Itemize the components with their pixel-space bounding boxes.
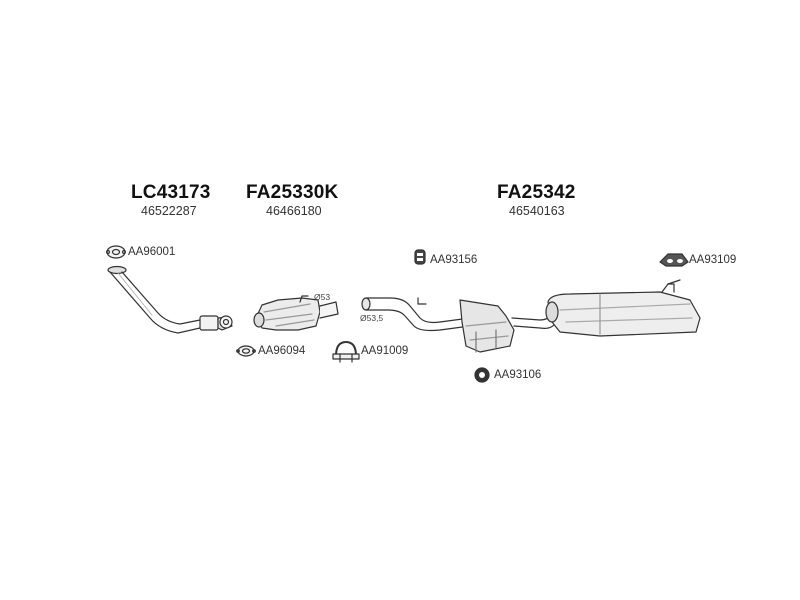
rear-silencer [545, 279, 701, 337]
rubber-mount-mid-part [414, 249, 426, 265]
group-code-rear: FA25342 [497, 182, 576, 203]
group-code-front: LC43173 [131, 182, 211, 203]
group-code-middle: FA25330K [246, 182, 339, 203]
clamp-part [332, 341, 360, 363]
dimension-label-2: Ø53,5 [360, 313, 384, 323]
catalytic-converter [253, 295, 339, 331]
front-pipe [107, 265, 233, 334]
gasket-front-part [105, 245, 126, 259]
group-number-rear: 46540163 [509, 204, 565, 218]
part-code-clamp: AA91009 [361, 345, 409, 357]
gasket-cat-part [236, 345, 256, 357]
part-code-gasket-front: AA96001 [128, 246, 176, 258]
ring-mount-part [474, 367, 490, 383]
part-code-ring-mount: AA93106 [494, 369, 542, 381]
dimension-label-1: Ø53 [314, 292, 331, 302]
part-code-gasket-cat: AA96094 [258, 345, 306, 357]
middle-pipe-with-silencer [361, 297, 557, 353]
group-number-middle: 46466180 [266, 204, 322, 218]
group-number-front: 46522287 [141, 204, 197, 218]
rubber-mount-rear-part [659, 253, 689, 267]
part-code-rubber-mount-rear: AA93109 [689, 254, 737, 266]
part-code-rubber-mount-mid: AA93156 [430, 254, 478, 266]
